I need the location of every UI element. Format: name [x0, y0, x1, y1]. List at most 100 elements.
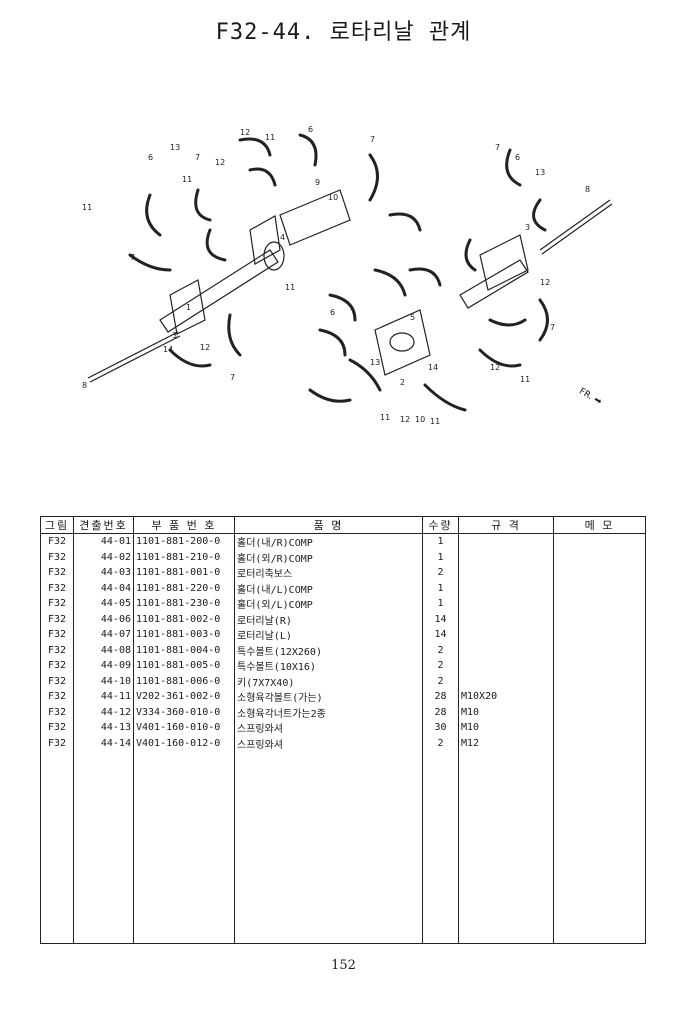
cell-figure: F32 [40, 735, 74, 751]
cell-memo [553, 642, 646, 658]
cell-memo [553, 549, 646, 565]
cell-memo [553, 720, 646, 736]
svg-text:7: 7 [195, 153, 200, 162]
cell-figure: F32 [40, 549, 74, 565]
holder-plate-left [169, 279, 206, 335]
cell-figure: F32 [40, 704, 74, 720]
cell-spec [458, 642, 554, 658]
svg-text:2: 2 [400, 378, 405, 387]
cell-name: 로터리날(L) [234, 627, 423, 643]
cell-part-no: 1101-881-230-0 [133, 596, 235, 612]
cell-name: 로터리날(R) [234, 611, 423, 627]
cell-spec [458, 658, 554, 674]
cell-name: 홀더(내/L)COMP [234, 580, 423, 596]
svg-text:13: 13 [370, 358, 380, 367]
cell-part-no: 1101-881-220-0 [133, 580, 235, 596]
rotary-shaft-right [459, 259, 529, 309]
col-header-part-no: 부 품 번 호 [133, 516, 235, 534]
svg-text:7: 7 [550, 323, 555, 332]
svg-text:11: 11 [430, 417, 440, 426]
page-number: 152 [331, 958, 356, 973]
svg-text:11: 11 [380, 413, 390, 422]
cell-memo [553, 673, 646, 689]
cell-spec: M12 [458, 735, 554, 751]
svg-text:11: 11 [265, 133, 275, 142]
svg-text:14: 14 [163, 345, 173, 354]
cell-memo [553, 611, 646, 627]
cell-figure: F32 [40, 658, 74, 674]
cell-spec: M10 [458, 704, 554, 720]
cell-part-no: 1101-881-210-0 [133, 549, 235, 565]
cell-qty: 2 [422, 565, 459, 581]
cell-spec [458, 549, 554, 565]
cell-name: 홀더(내/R)COMP [234, 533, 423, 550]
cell-ref: 44-10 [73, 673, 134, 689]
svg-text:14: 14 [428, 363, 438, 372]
cell-ref: 44-09 [73, 658, 134, 674]
cell-memo [553, 596, 646, 612]
cell-ref: 44-07 [73, 627, 134, 643]
cell-memo [553, 580, 646, 596]
cell-part-no: V334-360-010-0 [133, 704, 235, 720]
cell-part-no: V401-160-012-0 [133, 735, 235, 751]
cell-spec [458, 533, 554, 550]
page-title: F32-44. 로타리날 관계 [215, 20, 472, 45]
long-bolt-left [87, 331, 179, 379]
cell-qty: 1 [422, 596, 459, 612]
cell-ref: 44-05 [73, 596, 134, 612]
cell-spec [458, 565, 554, 581]
svg-text:13: 13 [170, 143, 180, 152]
cell-part-no: 1101-881-001-0 [133, 565, 235, 581]
svg-text:11: 11 [520, 375, 530, 384]
cell-spec [458, 580, 554, 596]
svg-text:12: 12 [540, 278, 550, 287]
cell-part-no: 1101-881-200-0 [133, 533, 235, 550]
svg-text:1: 1 [186, 303, 191, 312]
svg-text:6: 6 [330, 308, 335, 317]
cell-ref: 44-06 [73, 611, 134, 627]
cell-qty: 1 [422, 549, 459, 565]
svg-text:5: 5 [410, 313, 415, 322]
cell-part-no: 1101-881-003-0 [133, 627, 235, 643]
cell-qty: 1 [422, 533, 459, 550]
cell-qty: 2 [422, 673, 459, 689]
cell-qty: 28 [422, 689, 459, 705]
cell-memo [553, 735, 646, 751]
svg-text:10: 10 [415, 415, 425, 424]
svg-text:3: 3 [525, 223, 530, 232]
cell-spec [458, 596, 554, 612]
cell-ref: 44-11 [73, 689, 134, 705]
cell-name: 스프링와셔 [234, 720, 423, 736]
svg-text:11: 11 [182, 175, 192, 184]
holder-plate-right [479, 234, 529, 291]
col-header-name: 품 명 [234, 516, 423, 534]
cell-memo [553, 689, 646, 705]
svg-text:11: 11 [285, 283, 295, 292]
svg-text:8: 8 [82, 381, 87, 390]
cell-figure: F32 [40, 596, 74, 612]
cell-qty: 14 [422, 627, 459, 643]
cell-part-no: 1101-881-004-0 [133, 642, 235, 658]
cell-spec [458, 611, 554, 627]
cell-figure: F32 [40, 611, 74, 627]
cell-memo [553, 565, 646, 581]
cell-ref: 44-03 [73, 565, 134, 581]
cell-part-no: V401-160-010-0 [133, 720, 235, 736]
cell-figure: F32 [40, 673, 74, 689]
cell-ref: 44-02 [73, 549, 134, 565]
svg-text:11: 11 [82, 203, 92, 212]
cell-name: 스프링와셔 [234, 735, 423, 751]
cell-qty: 1 [422, 580, 459, 596]
cell-memo [553, 627, 646, 643]
cell-ref: 44-08 [73, 642, 134, 658]
